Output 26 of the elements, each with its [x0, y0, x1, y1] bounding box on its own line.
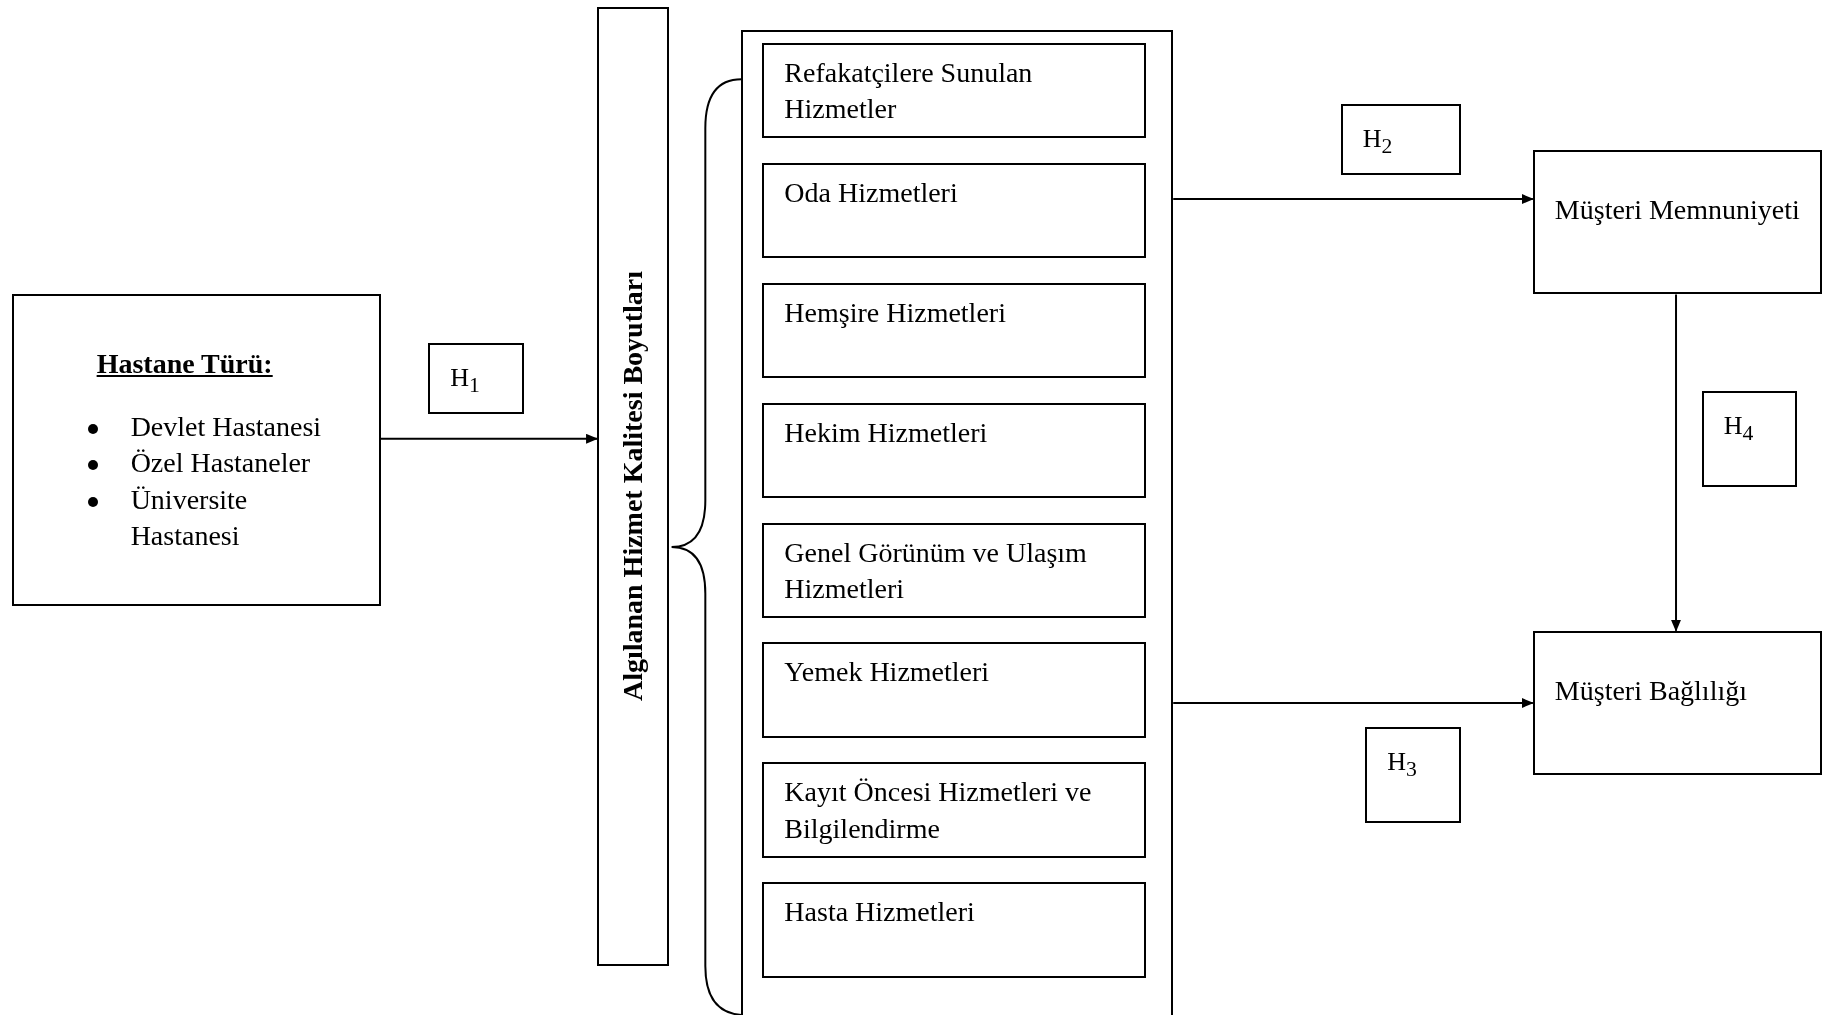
- concept-box: Refakatçilere Sunulan Hizmetler: [762, 43, 1147, 139]
- hypothesis-box: H$_{4}$: [1701, 391, 1798, 487]
- hypothesis-box: H$_{2}$: [1340, 103, 1461, 175]
- concept-box: Oda Hizmetleri: [762, 162, 1147, 259]
- bar-label: Algılanan Hizmet Kalitesi Boyutları: [617, 271, 650, 702]
- arrow: [1671, 293, 1681, 632]
- hypothesis-box: H$_{3}$: [1365, 727, 1461, 823]
- dimension-bar: [597, 6, 670, 966]
- bullet-item: Özel Hastaneler: [83, 445, 359, 482]
- concept-box: Hasta Hizmetleri: [762, 882, 1147, 978]
- container-box: [741, 30, 1174, 1015]
- bullet-item: Devlet Hastanesi: [83, 408, 359, 446]
- arrow: [1172, 698, 1534, 708]
- hypothesis-box: H$_{1}$: [428, 343, 524, 415]
- bullet-item: Üniversite Hastanesi: [83, 481, 359, 555]
- concept-box: Müşteri Bağlılığı: [1532, 630, 1822, 776]
- concept-box: Hekim Hizmetleri: [762, 402, 1147, 499]
- arrow: [1172, 194, 1534, 205]
- concept-box: Kayıt Öncesi Hizmetleri ve Bilgilendirme: [762, 762, 1147, 858]
- concept-box: Hemşire Hizmetleri: [762, 282, 1147, 379]
- concept-box: Yemek Hizmetleri: [762, 642, 1147, 738]
- concept-box: Genel Görünüm ve Ulaşım Hizmetleri: [762, 522, 1147, 618]
- category-box: [11, 294, 381, 607]
- concept-box: Müşteri Memnuniyeti: [1532, 150, 1822, 295]
- arrow: [379, 433, 599, 444]
- box-heading: Hastane Türü:: [96, 347, 273, 382]
